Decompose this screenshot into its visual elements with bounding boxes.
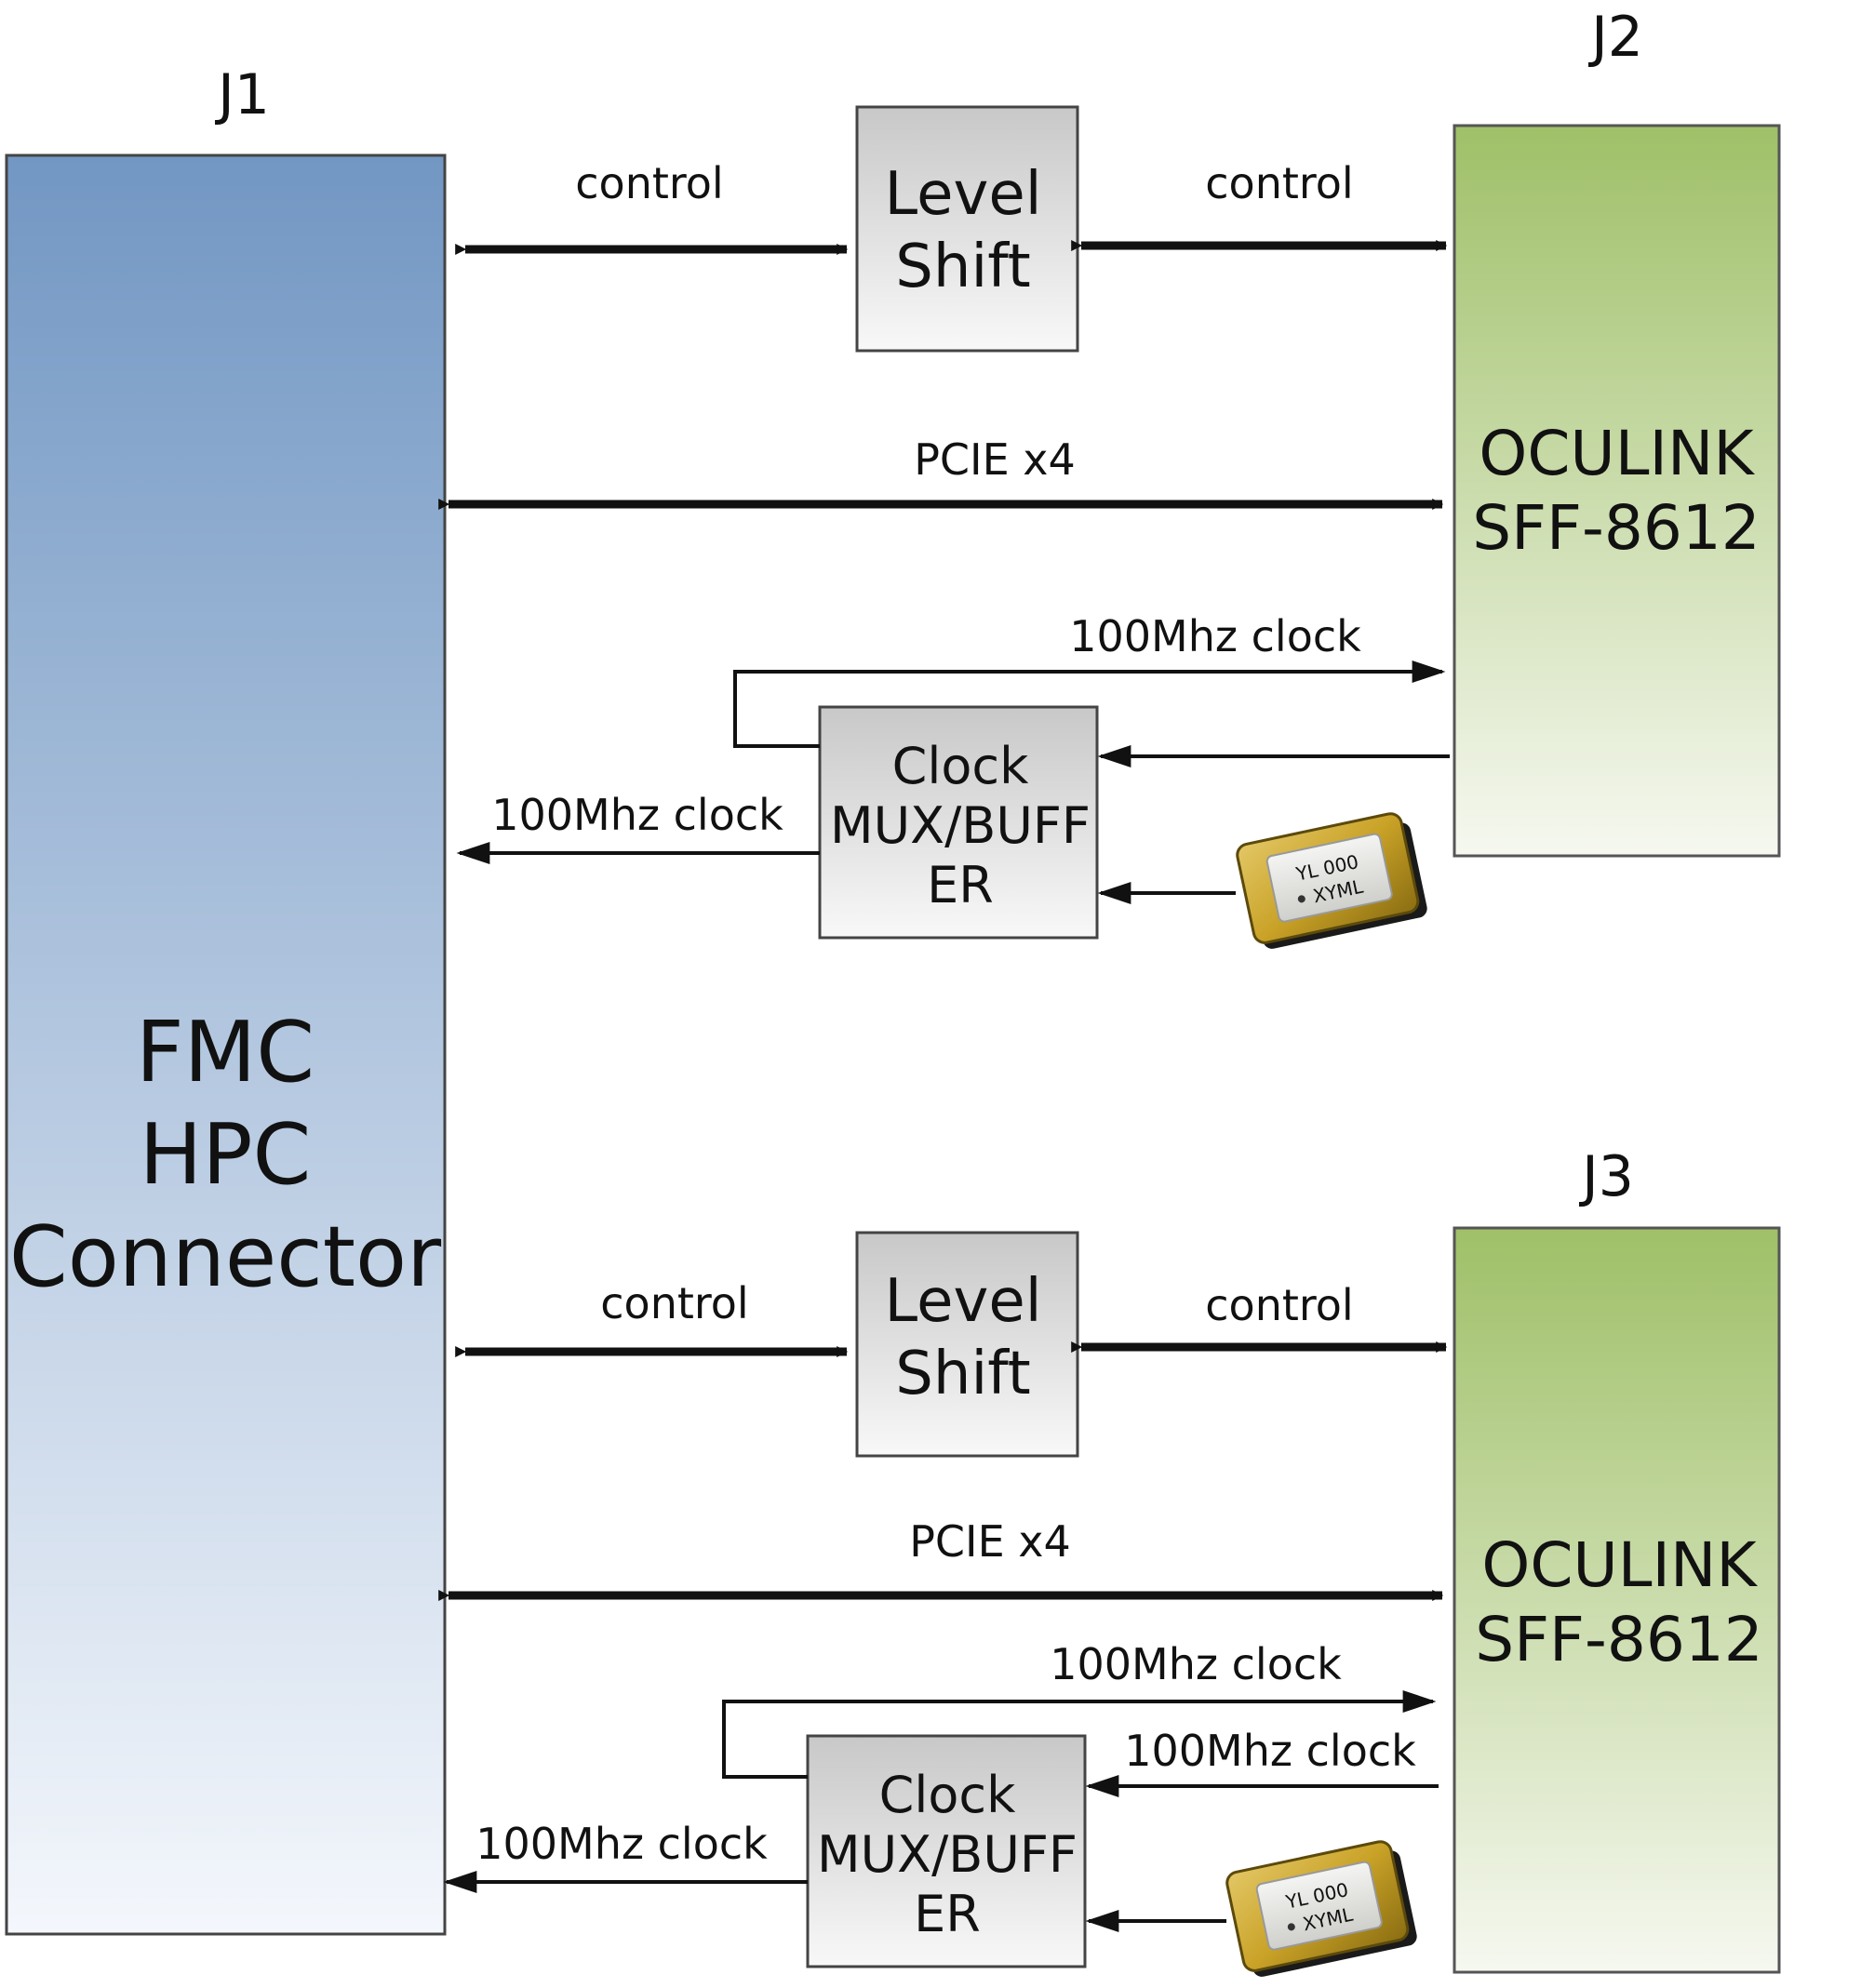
j3-ref-label: J3 bbox=[1578, 1144, 1634, 1209]
j2-title-line-2: SFF-8612 bbox=[1472, 492, 1761, 564]
j1-title-line-2: HPC bbox=[140, 1106, 312, 1204]
bottom-clock-mux-line-2: MUX/BUFF bbox=[817, 1825, 1078, 1884]
j2-title-line-1: OCULINK bbox=[1479, 418, 1755, 489]
bottom-pcie-label: PCIE x4 bbox=[909, 1516, 1071, 1567]
top-clock-to-j1-label: 100Mhz clock bbox=[491, 790, 783, 840]
top-level-shift-line-2: Shift bbox=[895, 233, 1030, 301]
top-pcie-label: PCIE x4 bbox=[914, 434, 1076, 485]
j3-title-line-1: OCULINK bbox=[1481, 1529, 1758, 1601]
top-clock-mux-line-1: Clock bbox=[892, 737, 1029, 795]
bottom-clock-to-j3-label: 100Mhz clock bbox=[1050, 1639, 1342, 1689]
j1-ref-label: J1 bbox=[214, 62, 270, 127]
bottom-clock-mux-line-3: ER bbox=[914, 1885, 981, 1943]
bottom-level-shift-line-2: Shift bbox=[895, 1340, 1030, 1408]
top-clock-to-j2-label: 100Mhz clock bbox=[1069, 611, 1361, 661]
j2-oculink-block bbox=[1453, 124, 1781, 858]
j3-oculink-block bbox=[1453, 1226, 1781, 1974]
bottom-clock-mux-line-1: Clock bbox=[879, 1766, 1016, 1824]
bottom-control-left-label: control bbox=[600, 1278, 748, 1328]
bottom-control-right-label: control bbox=[1205, 1280, 1353, 1330]
top-control-right-label: control bbox=[1205, 158, 1353, 208]
j1-title-line-3: Connector bbox=[9, 1208, 441, 1306]
top-clock-mux-box bbox=[818, 705, 1099, 940]
top-level-shift-box bbox=[855, 105, 1079, 353]
bottom-clock-to-j3-arrow bbox=[722, 1690, 1437, 1779]
top-level-shift-line-1: Level bbox=[885, 160, 1042, 229]
j3-title-line-2: SFF-8612 bbox=[1475, 1604, 1763, 1675]
bottom-clock-to-j1-label: 100Mhz clock bbox=[475, 1819, 768, 1869]
top-crystal-oscillator-icon: YL 000 XYML bbox=[1236, 812, 1427, 949]
top-clock-mux-line-2: MUX/BUFF bbox=[830, 796, 1091, 855]
bottom-clock-mux-box bbox=[806, 1734, 1087, 1968]
top-clock-mux-line-3: ER bbox=[927, 856, 994, 914]
top-clock-to-j2-arrow bbox=[733, 660, 1446, 748]
j2-ref-label: J2 bbox=[1587, 5, 1643, 70]
bottom-level-shift-line-1: Level bbox=[885, 1267, 1042, 1336]
top-control-left-label: control bbox=[575, 158, 723, 208]
bottom-crystal-oscillator-icon: YL 000 XYML bbox=[1225, 1840, 1417, 1977]
j1-title-line-1: FMC bbox=[136, 1004, 315, 1101]
bottom-clock-from-j3-label: 100Mhz clock bbox=[1124, 1726, 1416, 1776]
j1-fmc-hpc-connector-block bbox=[5, 153, 447, 1936]
